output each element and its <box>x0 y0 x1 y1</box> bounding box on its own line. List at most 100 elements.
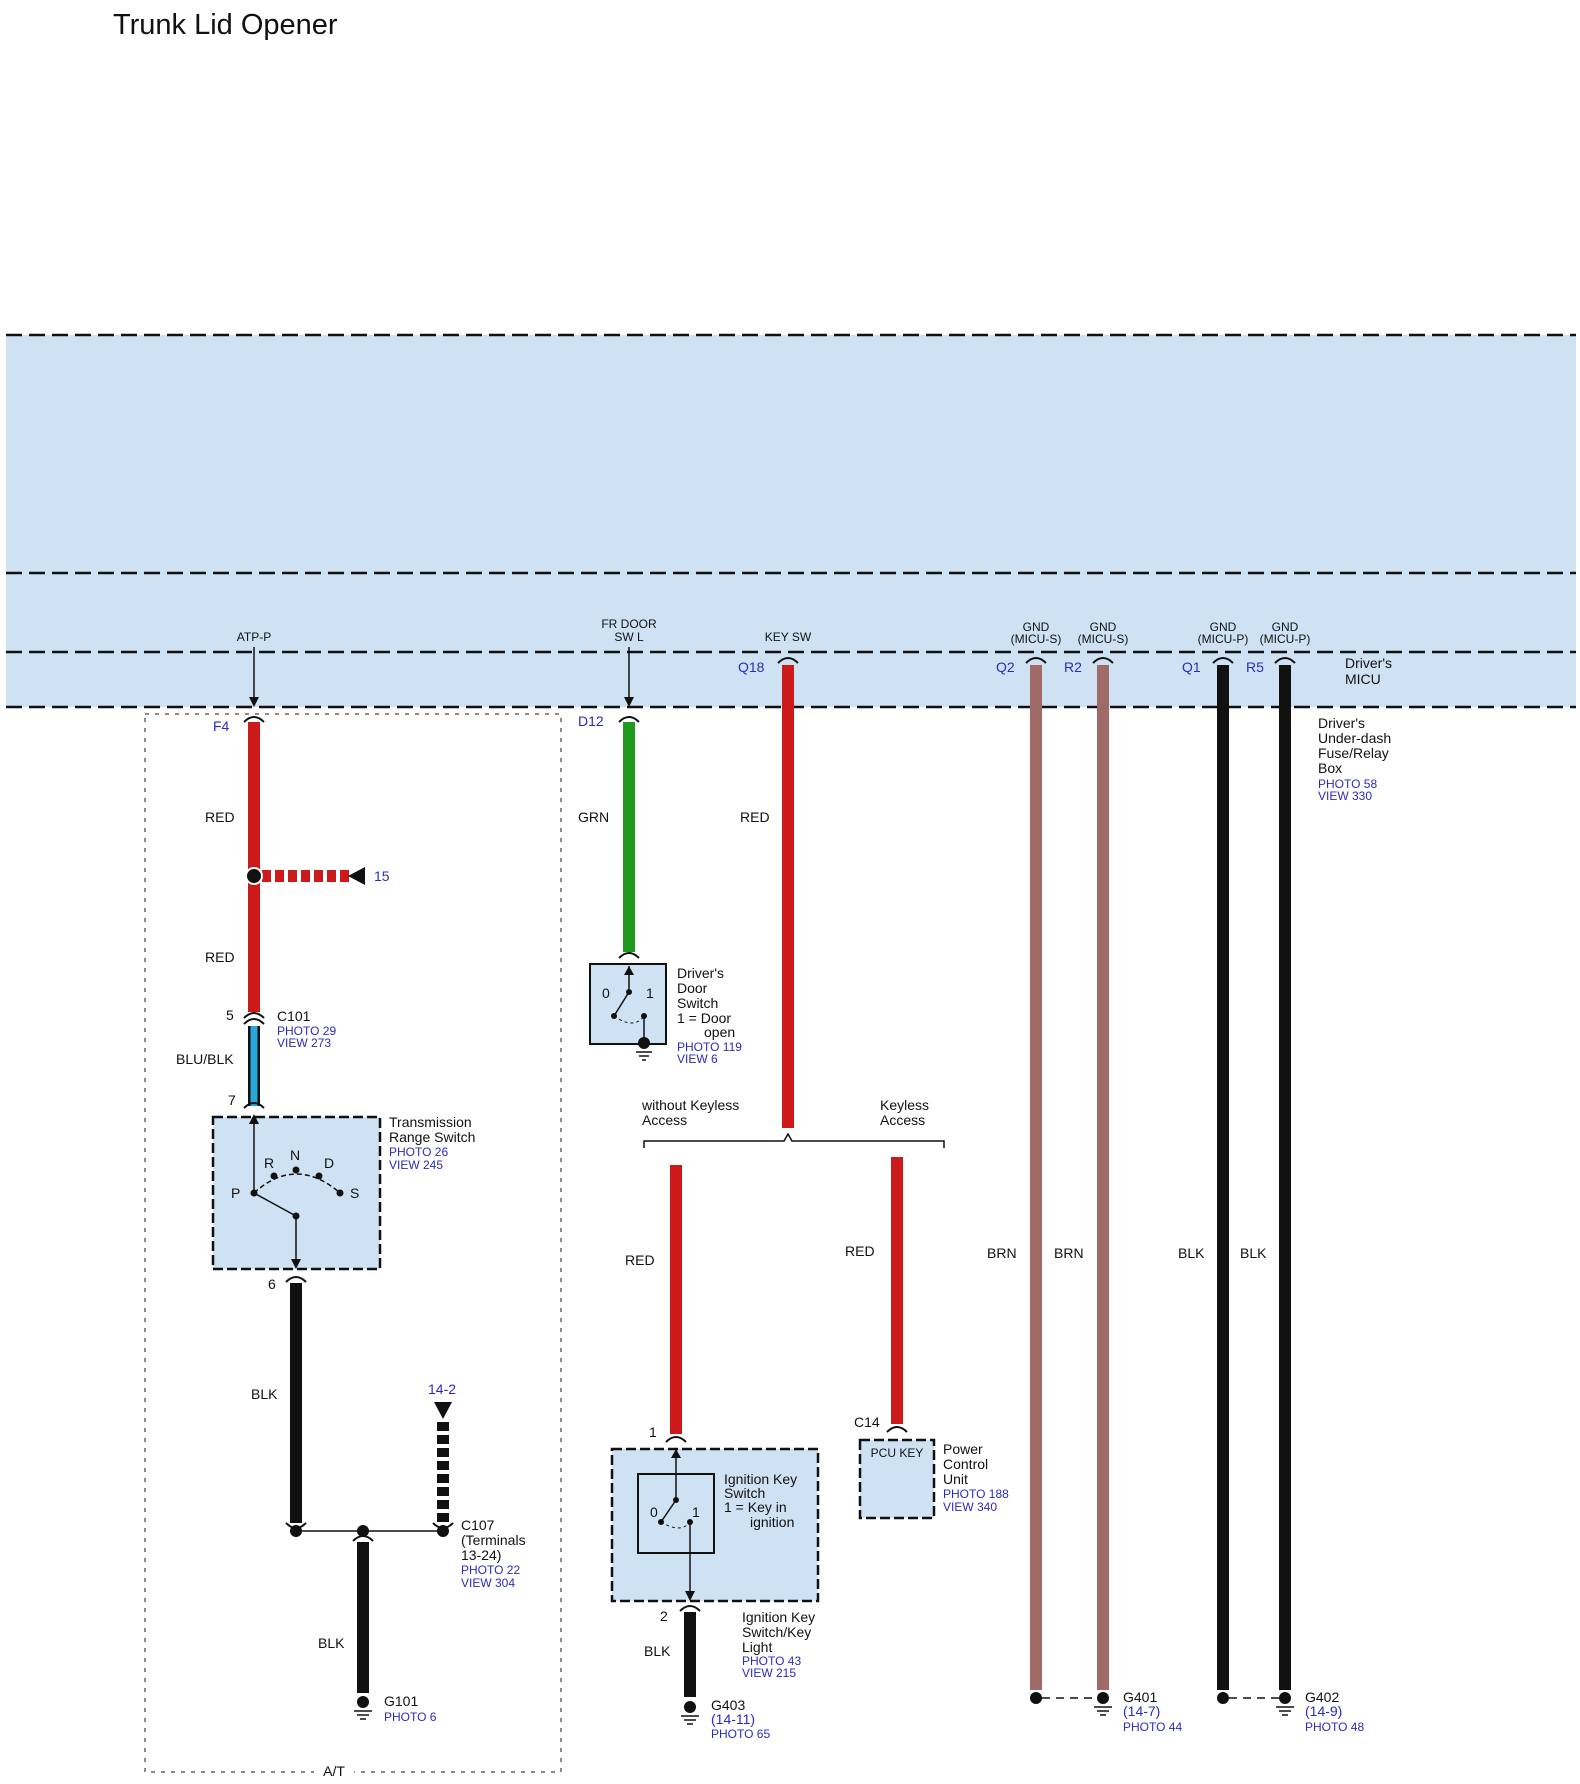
terminal-gnd-4: GND <box>1272 620 1299 634</box>
terminal-gnd-3b: (MICU-P) <box>1198 632 1249 646</box>
wire-label-red-without: RED <box>625 1252 655 1268</box>
pcu-label-2: Control <box>943 1456 988 1472</box>
door-switch-photo: PHOTO 119 <box>677 1040 742 1054</box>
connector-r5-icon <box>1274 657 1296 664</box>
connector-c14-icon <box>886 1426 908 1433</box>
connector-ign-1-icon <box>665 1436 687 1443</box>
pin-q1: Q1 <box>1182 659 1201 675</box>
branch-keyless-label: Keyless <box>880 1097 929 1113</box>
wire-label-grn: GRN <box>578 809 609 825</box>
ref15-arrow-icon <box>348 867 365 885</box>
trs-label: Transmission <box>389 1114 472 1130</box>
connector-trs-6-icon <box>285 1276 307 1283</box>
fuse-box-label: Driver's <box>1318 715 1365 731</box>
g101-name: G101 <box>384 1693 418 1709</box>
c107-line3: 13-24) <box>461 1547 501 1563</box>
connector-c107-c-icon <box>432 1522 454 1529</box>
wire-label-blk-g2: BLK <box>1240 1245 1267 1261</box>
pin-q2: Q2 <box>996 659 1015 675</box>
trs-contact-s <box>336 1189 344 1197</box>
connector-ign-2-icon <box>679 1605 701 1612</box>
connector-r2-icon <box>1092 657 1114 664</box>
at-label: A/T <box>323 1763 345 1779</box>
fuse-box-label-2: Under-dash <box>1318 730 1391 746</box>
c107-point-a <box>290 1525 302 1537</box>
trs-arrow-icon <box>249 1114 259 1124</box>
wire-label-blk-ign: BLK <box>644 1643 671 1659</box>
trs-pin-6: 6 <box>268 1276 276 1292</box>
c101-pin-7: 7 <box>228 1092 236 1108</box>
micu-label-2: MICU <box>1345 671 1381 687</box>
connector-q2-icon <box>1025 657 1047 664</box>
wire-label-red-key: RED <box>740 809 770 825</box>
ign-light-label: Ignition Key <box>742 1609 815 1625</box>
connector-f4-icon <box>243 716 265 723</box>
ign-light-view: VIEW 215 <box>742 1666 796 1680</box>
trs-contact-r <box>270 1172 278 1180</box>
g401-photo: PHOTO 44 <box>1123 1720 1182 1734</box>
ign-switch-label-3: 1 = Key in <box>724 1499 787 1515</box>
connector-q18-icon <box>777 657 799 664</box>
trs-pos-n: N <box>290 1147 300 1163</box>
ign-switch-blade <box>660 1499 677 1523</box>
at-label-bg <box>314 1762 354 1780</box>
ign-pin-2: 2 <box>660 1608 668 1624</box>
c107-photo: PHOTO 22 <box>461 1563 520 1577</box>
ref-15: 15 <box>374 868 390 884</box>
door-switch-ground-point <box>638 1037 650 1049</box>
door-switch-pos-1: 1 <box>646 985 654 1001</box>
c101-name: C101 <box>277 1008 311 1024</box>
g403-name: G403 <box>711 1697 745 1713</box>
micu-label: Driver's <box>1345 655 1392 671</box>
wire-label-brn-2: BRN <box>1054 1245 1084 1261</box>
ref-14-2: 14-2 <box>428 1381 456 1397</box>
door-arrow-icon <box>624 697 634 707</box>
pcu-label-3: Unit <box>943 1471 968 1487</box>
ign-switch-pos-0: 0 <box>650 1504 658 1520</box>
trs-pos-d: D <box>324 1155 334 1171</box>
g403-point <box>684 1701 696 1713</box>
pcu-connector: C14 <box>854 1414 880 1430</box>
trs-photo: PHOTO 26 <box>389 1145 448 1159</box>
g402-point-b <box>1279 1692 1291 1704</box>
ign-switch-label-2: Switch <box>724 1485 765 1501</box>
trs-pos-r: R <box>264 1155 274 1171</box>
ign-light-photo: PHOTO 43 <box>742 1654 801 1668</box>
splice-point-icon <box>245 867 263 885</box>
trs-wiper <box>253 1192 297 1217</box>
ign-switch-label: Ignition Key <box>724 1471 797 1487</box>
g402-point-a <box>1217 1692 1229 1704</box>
door-switch-label-3: Switch <box>677 995 718 1011</box>
door-switch-label-5: open <box>704 1024 735 1040</box>
g403-ref: (14-11) <box>711 1711 755 1727</box>
option-branch-bracket <box>643 1132 945 1148</box>
terminal-gnd-1b: (MICU-S) <box>1011 632 1062 646</box>
door-switch-label-2: Door <box>677 980 708 996</box>
g402-name: G402 <box>1305 1689 1339 1705</box>
g401-point-b <box>1097 1692 1109 1704</box>
c107-point-b <box>357 1525 369 1537</box>
trs-pos-p: P <box>231 1185 240 1201</box>
terminal-gnd-1: GND <box>1023 620 1050 634</box>
micu-band <box>6 335 1576 707</box>
wire-label-blu-blk: BLU/BLK <box>176 1051 234 1067</box>
c107-line2: (Terminals <box>461 1532 526 1548</box>
driver-door-switch <box>589 963 667 1045</box>
door-switch-view: VIEW 6 <box>677 1052 718 1066</box>
connector-c107-b-icon <box>352 1535 374 1542</box>
pcu-photo: PHOTO 188 <box>943 1487 1009 1501</box>
c107-name: C107 <box>461 1517 495 1533</box>
page-title: Trunk Lid Opener <box>113 9 338 41</box>
connector-c101-bot-icon <box>243 1102 265 1109</box>
c101-photo: PHOTO 29 <box>277 1024 336 1038</box>
trs-arc <box>253 1173 341 1194</box>
g402-ref: (14-9) <box>1305 1703 1342 1719</box>
trs-contact-d <box>315 1172 323 1180</box>
wire-label-red-keyless: RED <box>845 1243 875 1259</box>
c101-pin-5: 5 <box>226 1007 234 1023</box>
branch-without-label-2: Access <box>642 1112 687 1128</box>
ign-switch-arrow-icon <box>671 1449 681 1458</box>
pcu-label: Power <box>943 1441 983 1457</box>
door-switch-arrow-icon <box>624 966 634 975</box>
